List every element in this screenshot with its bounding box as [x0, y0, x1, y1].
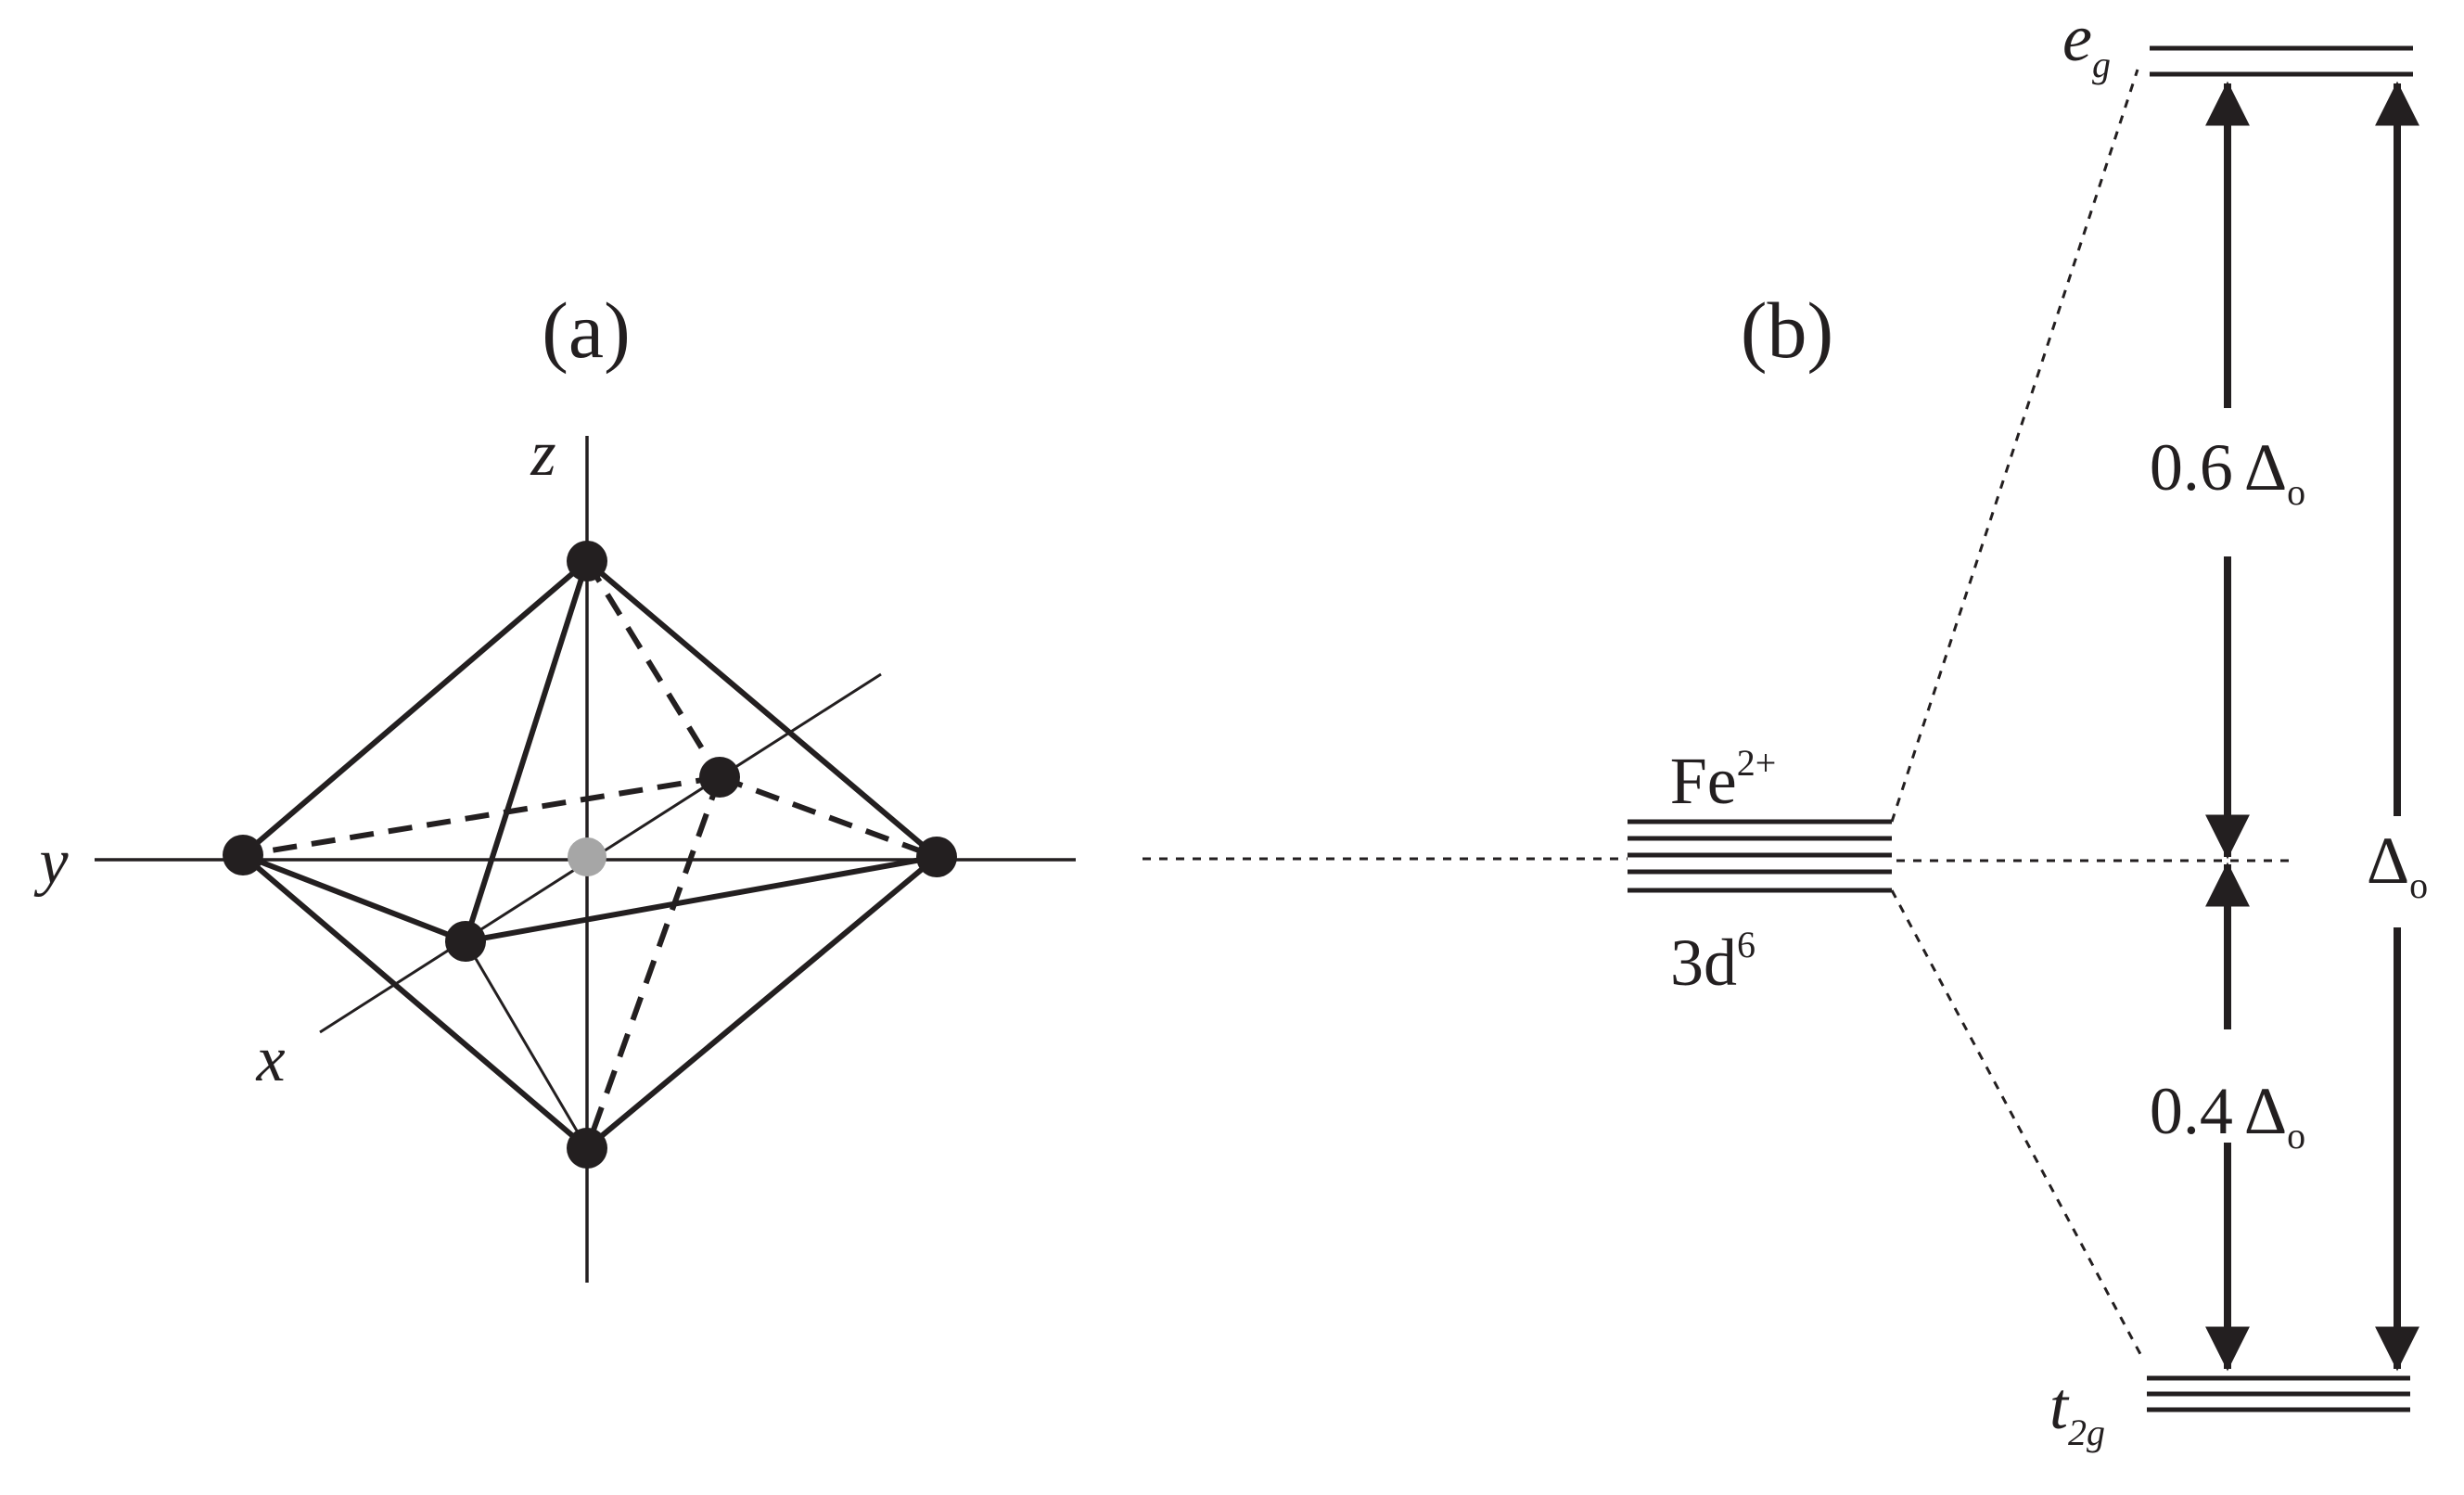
hidden-edge — [584, 559, 722, 779]
edge — [241, 852, 589, 1151]
ligand-atom-front — [445, 921, 486, 962]
edge — [463, 560, 590, 942]
ligand-atom-left — [223, 835, 263, 875]
center-metal-atom — [568, 837, 606, 876]
t2g-levels — [2147, 1375, 2410, 1412]
panel-a-label: (a) — [542, 286, 630, 375]
free-ion-levels — [1628, 819, 1892, 893]
eg-label: eg — [2062, 1, 2111, 85]
atoms — [223, 541, 957, 1169]
hidden-edge — [584, 775, 722, 1150]
z-axis-label: z — [530, 418, 555, 490]
edge — [241, 852, 467, 944]
connector-to-eg — [1890, 69, 2139, 823]
hidden-edge — [718, 774, 938, 860]
hidden-edge — [242, 774, 721, 858]
edge — [585, 558, 938, 860]
edge-thin — [464, 940, 589, 1149]
visible-edges — [241, 558, 938, 1151]
t2g-label: t2g — [2049, 1369, 2105, 1453]
panel-b-energy-diagram: (b) Fe2+ 3d6 eg — [1143, 1, 2428, 1453]
ion-label: Fe2+ — [1670, 742, 1777, 818]
total-gap-label: Δo — [2367, 824, 2428, 906]
connector-to-t2g — [1890, 889, 2142, 1355]
electron-configuration: 3d6 — [1670, 924, 1755, 1000]
y-axis-label: y — [33, 826, 69, 898]
ligand-atom-bottom — [567, 1128, 607, 1169]
ligand-atom-right — [916, 837, 957, 877]
eg-levels — [2150, 45, 2413, 77]
x-axis-label: x — [255, 1024, 285, 1095]
ligand-atom-top — [567, 541, 607, 581]
panel-a-octahedron: (a) z y x — [33, 286, 1076, 1283]
connector-lines — [1143, 69, 2295, 1355]
ligand-atom-back — [699, 757, 740, 798]
panel-b-label: (b) — [1741, 286, 1833, 375]
edge — [465, 854, 938, 944]
edge — [585, 854, 938, 1151]
edge — [241, 558, 589, 858]
hidden-edges — [242, 559, 938, 1150]
